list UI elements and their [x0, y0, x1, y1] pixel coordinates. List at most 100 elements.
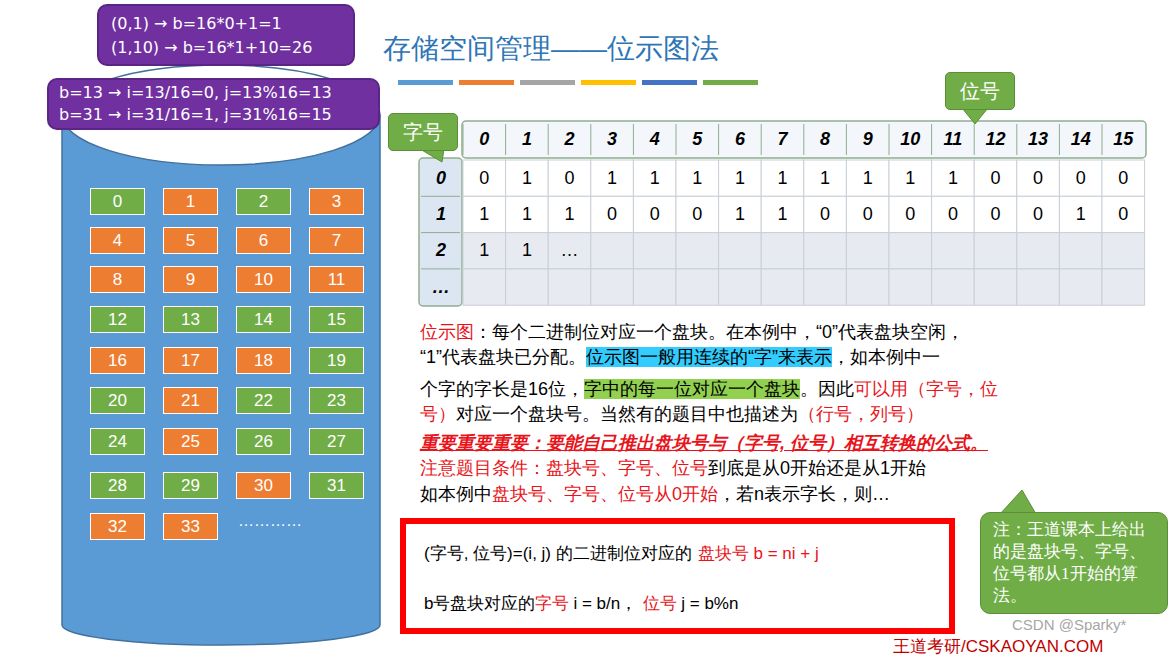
- header-separator: [463, 124, 464, 155]
- table-cell-value: 1: [761, 160, 804, 196]
- disk-block: 16: [90, 347, 145, 374]
- node-text: 9: [186, 270, 195, 290]
- table-cell: [463, 269, 506, 305]
- table-cell: [1059, 160, 1102, 196]
- header-separator: [676, 124, 677, 155]
- node-text: 位号: [643, 592, 677, 615]
- header-separator: [1059, 124, 1060, 155]
- node-text: 26: [254, 432, 273, 452]
- formula-box: (字号, 位号)=(i, j) 的二进制位对应的盘块号 b = ni + jb号…: [400, 518, 955, 634]
- disk-block: 31: [309, 472, 364, 499]
- color-bars: [398, 80, 758, 85]
- disk-block: 24: [90, 428, 145, 455]
- table-cell: [889, 160, 932, 196]
- formula-callout: (0,1) → b=16*0+1=1(1,10) → b=16*1+10=26: [97, 4, 355, 66]
- table-cell-value: 0: [591, 196, 634, 232]
- color-bar: [581, 80, 636, 85]
- watermark: CSDN @Sparky*: [1012, 614, 1172, 634]
- column-header: 1: [506, 122, 549, 157]
- callout-tails: [420, 108, 1036, 514]
- table-cell: [1102, 269, 1145, 305]
- table-cell: [846, 160, 889, 196]
- disk-block: 17: [163, 347, 218, 374]
- table-cell: [804, 196, 847, 232]
- header-separator: [1016, 124, 1017, 155]
- table-cell: [591, 160, 634, 196]
- disk-cylinder: …………012345678910111213141516171819202122…: [60, 60, 382, 650]
- text-line: b号盘块对应的字号i = b/n，位号j = b%n: [424, 592, 931, 620]
- table-cell: [1017, 269, 1060, 305]
- table-cell-value: 1: [548, 196, 591, 232]
- column-header: 3: [591, 122, 634, 157]
- table-cell: [761, 269, 804, 305]
- column-header: 9: [846, 122, 889, 157]
- table-cell-value: 1: [463, 233, 506, 269]
- row-header: 1: [420, 196, 462, 232]
- disk-block: 5: [163, 227, 218, 254]
- disk-block: 6: [236, 227, 291, 254]
- node-text: 字号: [535, 592, 569, 615]
- note-callout: 注：王道课本上给出的是盘块号、字号、位号都从1开始的算法。: [980, 512, 1168, 614]
- disk-block: 18: [236, 347, 291, 374]
- paragraph-text: 。因此: [800, 379, 854, 399]
- disk-block: 23: [309, 387, 364, 414]
- color-bar: [703, 80, 758, 85]
- header-separator: [889, 124, 890, 155]
- table-cell: [932, 160, 975, 196]
- table-cell: [1059, 269, 1102, 305]
- disk-block: 33: [163, 513, 218, 540]
- table-cell-value: 1: [463, 196, 506, 232]
- table-cell-value: 0: [1059, 160, 1102, 196]
- disk-block: 11: [309, 266, 364, 293]
- table-cell-value: 0: [463, 160, 506, 196]
- node-text: 16: [108, 351, 127, 371]
- disk-block: 14: [236, 306, 291, 333]
- table-cell: [719, 269, 762, 305]
- disk-block: 0: [90, 188, 145, 215]
- table-cell: [889, 233, 932, 269]
- table-cell: [1102, 160, 1145, 196]
- table-cell: [1017, 196, 1060, 232]
- slide-title: 存储空间管理——位示图法: [383, 30, 719, 68]
- table-cell-value: 0: [932, 196, 975, 232]
- disk-top: [62, 65, 380, 165]
- disk-block: 25: [163, 428, 218, 455]
- column-header: 11: [932, 122, 975, 157]
- table-cell-value: 0: [804, 196, 847, 232]
- column-header: 8: [804, 122, 847, 157]
- disk-block: 10: [236, 266, 291, 293]
- node-text: 25: [181, 432, 200, 452]
- column-header: 10: [889, 122, 932, 157]
- row-separator: [421, 268, 460, 269]
- table-cell: [506, 269, 549, 305]
- paragraph-text: 到底是从0开始还是从1开始: [708, 458, 926, 478]
- column-header: 14: [1059, 122, 1102, 157]
- column-header: 7: [761, 122, 804, 157]
- table-cell-value: 0: [846, 196, 889, 232]
- table-cell: [463, 196, 506, 232]
- table-cell-value: 1: [506, 196, 549, 232]
- table-cell-value: 1: [719, 196, 762, 232]
- table-cell-value: 1: [506, 233, 549, 269]
- table-cell: [719, 160, 762, 196]
- header-separator: [633, 124, 634, 155]
- table-cell-value: 0: [974, 196, 1017, 232]
- node-text: 17: [181, 351, 200, 371]
- disk-block: 7: [309, 227, 364, 254]
- node-text: 10: [254, 270, 273, 290]
- disk-block: 22: [236, 387, 291, 414]
- row-separator: [421, 232, 460, 233]
- node-text: …………: [238, 512, 302, 530]
- disk-block: 26: [236, 428, 291, 455]
- paragraph-text: 盘块号、字号、位号从0开始: [492, 484, 718, 504]
- disk-block: 30: [236, 472, 291, 499]
- row-separator: [421, 196, 460, 197]
- table-cell-value: 1: [846, 160, 889, 196]
- table-cell: [846, 269, 889, 305]
- disk-block: 32: [90, 513, 145, 540]
- paragraph-line: 位示图：每个二进制位对应一个盘块。在本例中，“0”代表盘块空闲，: [420, 320, 964, 344]
- node-text: 14: [254, 310, 273, 330]
- color-bar: [398, 80, 453, 85]
- node-text: 5: [186, 231, 195, 251]
- table-cell-value: 0: [1017, 196, 1060, 232]
